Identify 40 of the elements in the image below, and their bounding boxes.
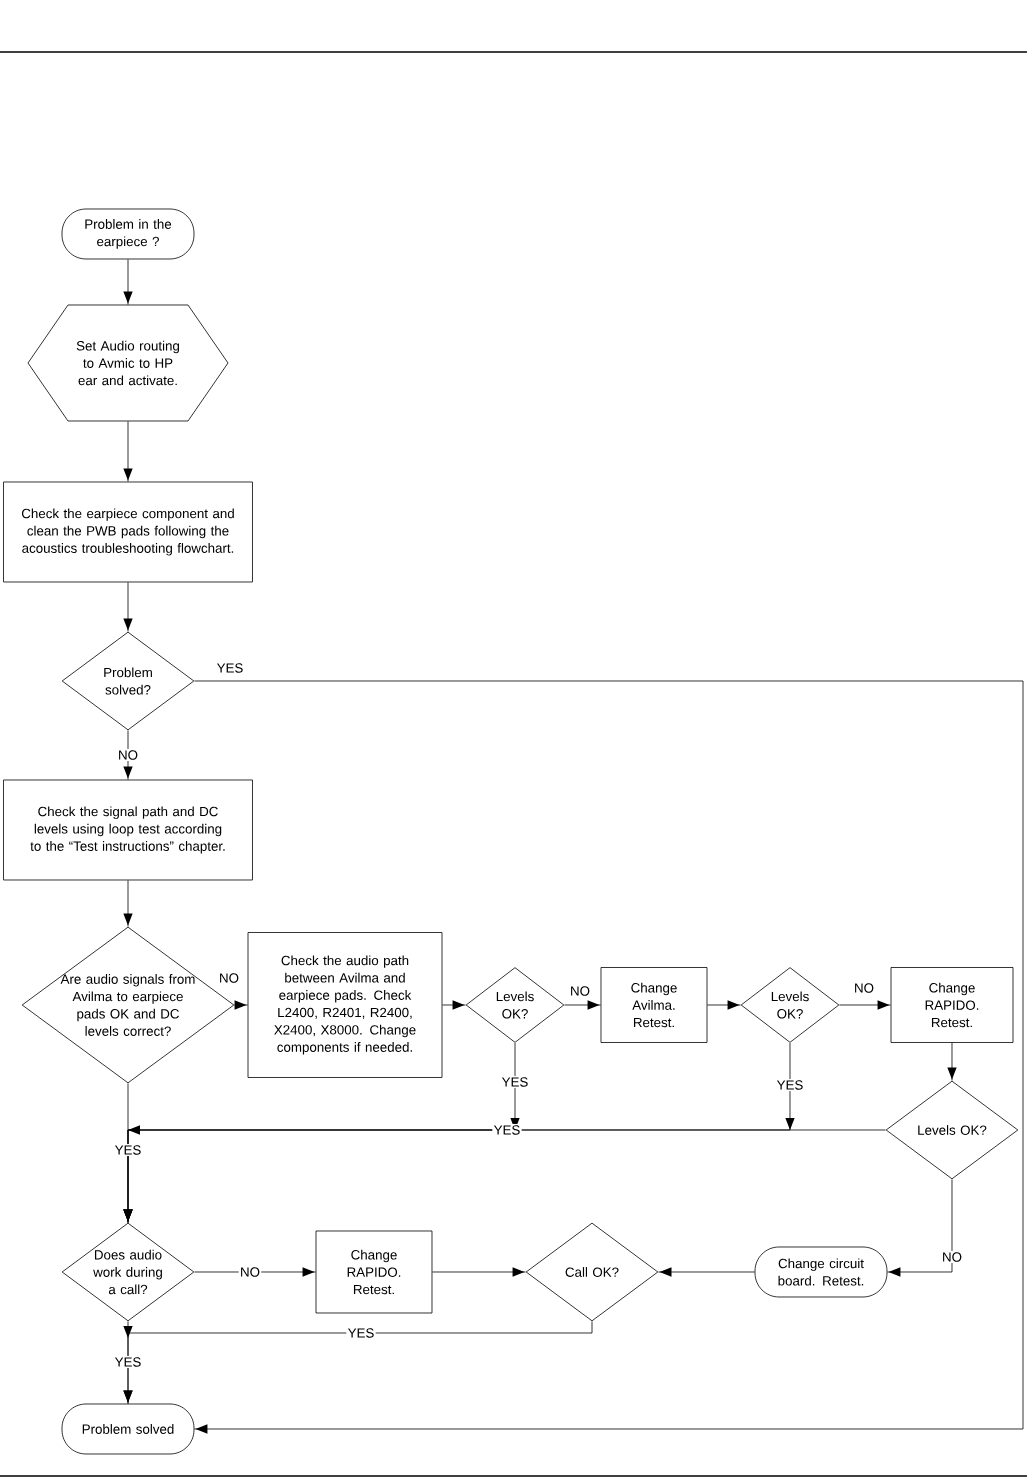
process-box: Check the earpiece component and clean the PWB pads following the acoustics troubleshooting flowchart. xyxy=(3,481,253,583)
arrow xyxy=(432,1267,526,1277)
edge-label: NO xyxy=(568,984,592,998)
arrow xyxy=(123,1083,133,1223)
edge-label: YES xyxy=(346,1326,376,1340)
arrow xyxy=(564,1000,601,1010)
process-box: Change RAPIDO. Retest. xyxy=(890,967,1014,1043)
arrow xyxy=(887,1179,953,1277)
process-box: Change RAPIDO. Retest. xyxy=(315,1230,433,1314)
arrow xyxy=(194,1267,316,1277)
arrow xyxy=(123,259,133,305)
edge-label: YES xyxy=(492,1123,522,1137)
edge-label: NO xyxy=(940,1250,964,1264)
arrow xyxy=(442,1000,466,1010)
edge-label: YES xyxy=(215,661,245,675)
arrow xyxy=(658,1267,755,1277)
arrow xyxy=(123,730,133,780)
arrow xyxy=(194,680,1024,1434)
arrow xyxy=(123,880,133,927)
edge-label: YES xyxy=(775,1078,805,1092)
terminal-box: Change circuit board. Retest. xyxy=(754,1246,888,1298)
arrow xyxy=(707,1000,741,1010)
arrow xyxy=(234,1000,248,1010)
arrow xyxy=(123,582,133,632)
edge-label: YES xyxy=(500,1075,530,1089)
arrow xyxy=(839,1000,891,1010)
process-box: Check the signal path and DC levels using loop test according to the “Test instructions” chapter. xyxy=(3,779,253,881)
arrow xyxy=(123,1321,133,1404)
edge-label: NO xyxy=(852,981,876,995)
terminal-box: Problem in the earpiece ? xyxy=(61,208,195,260)
edge-label: YES xyxy=(113,1355,143,1369)
arrow xyxy=(947,1042,957,1081)
process-box: Check the audio path between Avilma and earpiece pads. Check L2400, R2401, R2400, X2400, X8000. Change components if needed. xyxy=(247,932,443,1078)
edge-label: YES xyxy=(113,1143,143,1157)
preparation-hexagon: Set Audio routing to Avmic to HP ear and activate. xyxy=(27,304,229,422)
terminal-box: Problem solved xyxy=(61,1403,195,1455)
edge-label: NO xyxy=(116,748,140,762)
edge-label: NO xyxy=(238,1265,262,1279)
arrow xyxy=(123,421,133,482)
process-box: Change Avilma. Retest. xyxy=(600,967,708,1043)
